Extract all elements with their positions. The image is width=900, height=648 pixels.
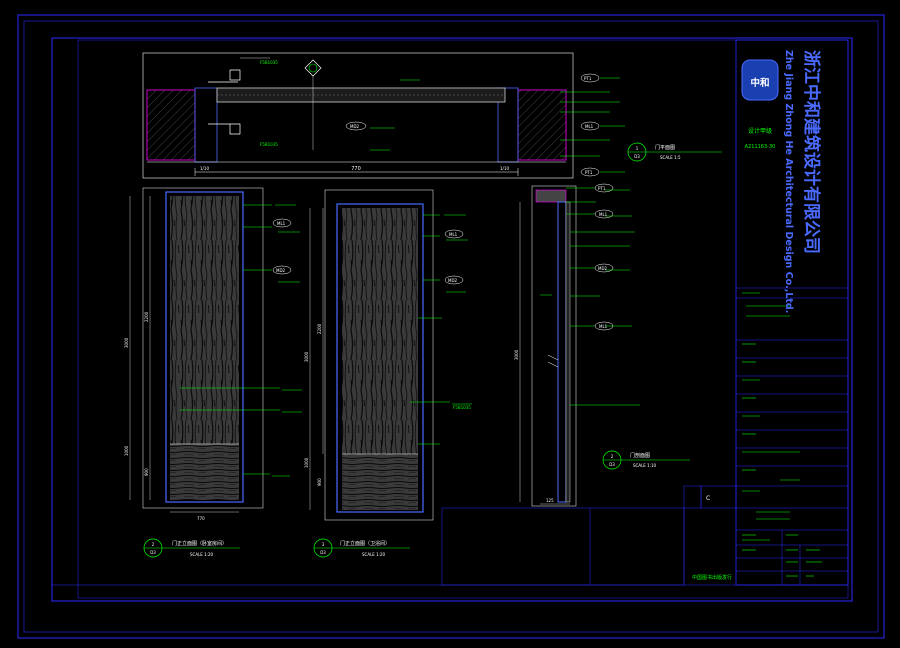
elev-b-callout-title: 门正立面图（卫浴间）: [340, 540, 390, 547]
plan-label-md2: MD2: [350, 124, 360, 129]
elev-b-label-hinge: F5B1035: [453, 405, 471, 410]
elev-b-callout-scale: SCALE 1:20: [362, 552, 386, 557]
plan-label-hinge-bottom: F5B1035: [260, 142, 278, 147]
company-name-en: Zhe Jiang Zhong He Architectural Design …: [783, 50, 794, 313]
section-callout-title: 门剖面图: [630, 452, 650, 459]
plan-wall-right: [517, 89, 567, 161]
section-label-pt1: PT1: [598, 186, 606, 191]
plan-callout-sheet: D3: [634, 154, 640, 159]
plan-callout-title: 门平面图: [655, 144, 675, 151]
title-block-text-lines: [742, 292, 822, 577]
elev-b-frame: [336, 203, 424, 513]
plan-label-pt1-b: PT1: [585, 170, 593, 175]
elev-b-label-ml1: ML1: [449, 232, 458, 237]
section-dim-width: 125: [546, 498, 554, 503]
elev-b-dim-total: 3000: [304, 351, 309, 362]
elev-a-dim-total: 3000: [124, 337, 129, 348]
elev-b-wood-panel: [342, 208, 418, 454]
elev-a-callout-number: 2: [152, 542, 155, 547]
plan-dim-left: 1/10: [200, 166, 209, 171]
door-elevation-b: 3000 2200 1000 900 ML1 MD2 F5B1035 3 D3 …: [304, 189, 472, 558]
elev-a-dim-lower: 1000: [124, 445, 129, 456]
plan-callout-number: 1: [636, 146, 639, 151]
elev-a-dim-kick: 900: [144, 468, 149, 476]
elev-b-dim-upper: 2200: [317, 323, 322, 334]
plan-frame: [142, 52, 574, 179]
elev-b-dim-kick: 900: [317, 478, 322, 486]
elev-a-callout-scale: SCALE 1:20: [190, 552, 214, 557]
section-callout-sheet: D3: [609, 462, 615, 467]
elev-b-dim-lower: 1000: [304, 457, 309, 468]
door-elevation-a: 3000 2200 1000 900 770 ML1 MD2 2 D3 门正立面…: [124, 187, 302, 558]
section-label-ml1: ML1: [599, 212, 608, 217]
logo-text: 中和: [750, 77, 769, 89]
revision-letter: C: [706, 495, 710, 502]
section-callout-scale: SCALE 1:10: [633, 463, 657, 468]
elev-b-callout-number: 3: [322, 542, 325, 547]
plan-dim-width: 770: [351, 166, 361, 172]
section-label-ml1-b: ML1: [599, 324, 608, 329]
elev-a-callout-title: 门正立面图（卧室房间）: [172, 540, 227, 547]
company-name-cn: 浙江中和建筑设计有限公司: [801, 50, 822, 254]
door-section-view: 3000 125 PT1 ML1 MD2 ML1 2 D3 门剖面图 SCALE…: [514, 183, 690, 507]
elev-a-dim-upper: 2200: [144, 311, 149, 322]
section-label-md2: MD2: [598, 266, 608, 271]
plan-label-ml1: ML1: [585, 124, 594, 129]
elev-a-callout-sheet: D3: [150, 550, 156, 555]
plan-callout-scale: SCALE 1:5: [660, 155, 681, 160]
footer-note: 中国图书出版发行: [692, 574, 732, 581]
section-dim-height: 3000: [514, 349, 519, 360]
door-plan-section: 770 1/10 1/10 F5B1035 F5B1035 MD2 PT1 ML…: [142, 52, 722, 179]
elev-a-kick-panel: [170, 444, 239, 500]
outer-frame: [17, 14, 885, 639]
plan-dim-right: 1/10: [500, 166, 509, 171]
cert-number: A211163-30: [745, 144, 776, 150]
outer-frame-inner: [23, 20, 879, 633]
elev-a-frame: [165, 191, 244, 503]
elev-b-callout-sheet: D3: [320, 550, 326, 555]
cert-label: 设计甲级: [748, 127, 772, 135]
elev-a-label-ml1: ML1: [277, 221, 286, 226]
plan-label-pt1: PT1: [584, 76, 592, 81]
elev-a-dim-width: 770: [197, 516, 205, 521]
title-block: 中和 设计甲级 A211163-30 浙江中和建筑设计有限公司 Zhe Jian…: [441, 39, 849, 586]
elev-a-label-md2: MD2: [276, 268, 286, 273]
company-logo: [741, 59, 779, 101]
elev-b-label-md2: MD2: [448, 278, 458, 283]
section-callout-number: 2: [611, 454, 614, 459]
elev-b-kick-panel: [342, 454, 418, 510]
elev-a-wood-panel: [170, 196, 239, 444]
drawing-border: [51, 37, 853, 602]
plan-wall-left: [146, 89, 196, 161]
plan-label-hinge-top: F5B1035: [260, 60, 278, 65]
